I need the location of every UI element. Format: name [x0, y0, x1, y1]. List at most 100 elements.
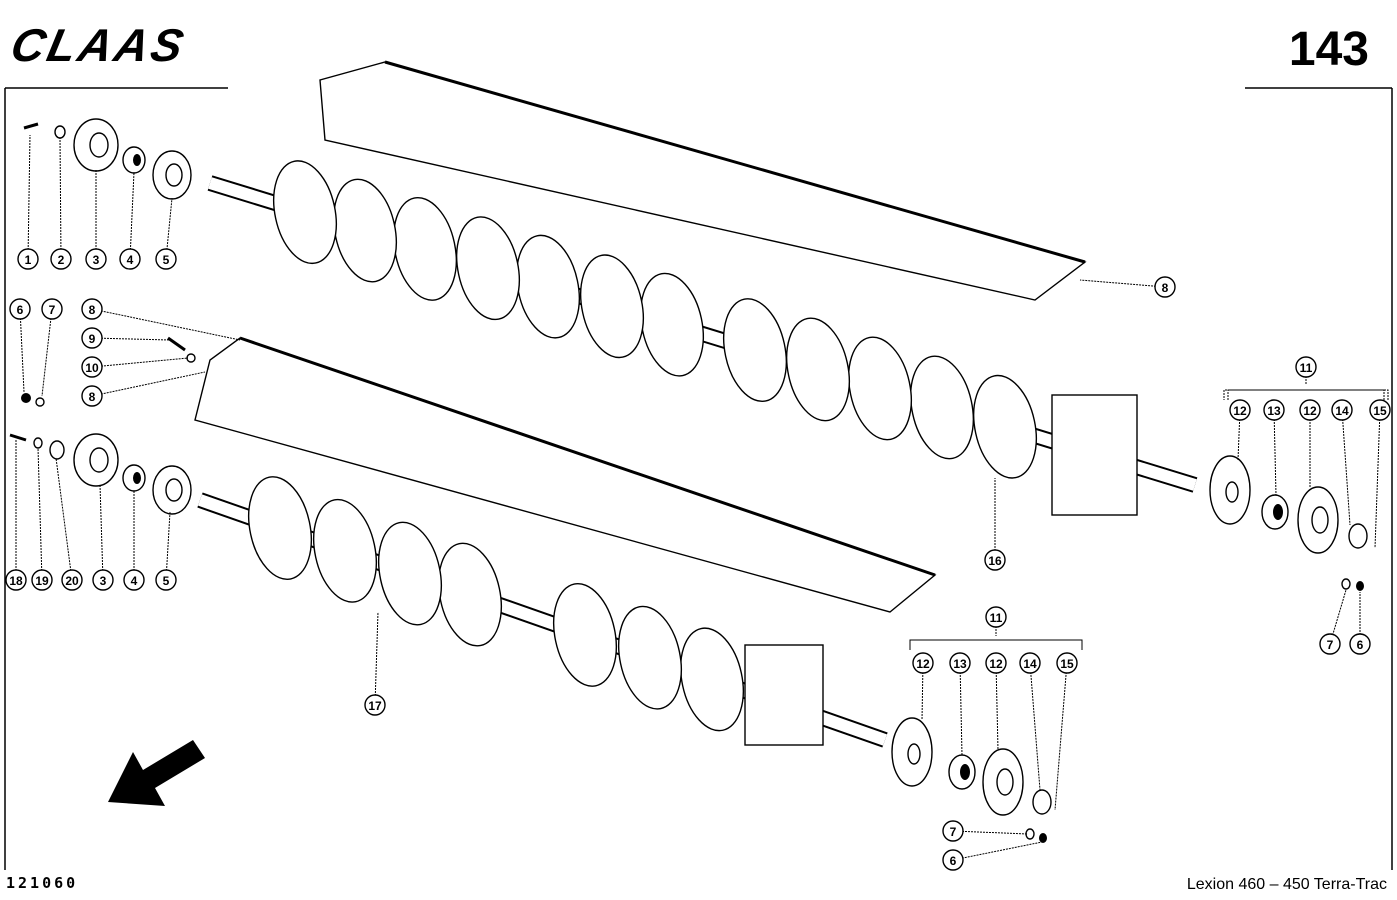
callout-number: 12 — [1303, 404, 1317, 418]
part-callout: 14 — [1331, 399, 1353, 421]
auger-flight — [786, 317, 850, 422]
direction-arrow-icon — [108, 740, 205, 806]
callout-number: 7 — [49, 303, 56, 317]
leader-line — [995, 662, 999, 751]
callout-number: 10 — [85, 361, 99, 375]
callout-number: 9 — [89, 332, 96, 346]
part-callout: 12 — [1299, 399, 1321, 421]
auger-flight — [910, 355, 974, 460]
auger-flight — [438, 542, 502, 647]
part-callout: 11 — [1295, 356, 1317, 378]
part-callout: 13 — [949, 652, 971, 674]
callout-number: 7 — [1327, 638, 1334, 652]
part-callout: 6 — [942, 849, 964, 871]
leader-line — [1029, 662, 1041, 791]
leader-line — [27, 134, 31, 260]
leader-line — [91, 308, 241, 341]
callout-number: 12 — [1233, 404, 1247, 418]
part-callout: 3 — [92, 569, 114, 591]
auger-flight — [723, 298, 787, 403]
part-callout: 17 — [364, 694, 386, 716]
part-callout: 6 — [9, 298, 31, 320]
callout-number: 16 — [988, 554, 1002, 568]
callout-number: 19 — [35, 574, 49, 588]
auger-flight — [848, 336, 912, 441]
leader-line — [91, 371, 206, 397]
leader-line — [952, 830, 1029, 835]
leader-line — [1341, 409, 1351, 526]
left-bearing-parts — [9, 118, 196, 515]
part-callout: 8 — [1154, 276, 1176, 298]
callout-number: 15 — [1060, 657, 1074, 671]
leader-line — [129, 171, 135, 260]
part-callout: 8 — [81, 298, 103, 320]
auger-flight — [618, 605, 682, 710]
bottom-auger — [197, 476, 888, 748]
callout-number: 7 — [950, 825, 957, 839]
auger-flight — [680, 627, 744, 732]
part-callout: 20 — [61, 569, 83, 591]
part-callout: 7 — [1319, 633, 1341, 655]
callout-number: 8 — [1162, 281, 1169, 295]
callout-number: 3 — [93, 253, 100, 267]
leader-line — [1079, 279, 1166, 288]
callout-number: 13 — [953, 657, 967, 671]
part-callout: 2 — [50, 248, 72, 270]
leader-line — [91, 337, 171, 341]
part-callout: 15 — [1056, 652, 1078, 674]
leader-line — [99, 484, 104, 581]
part-callout: 1 — [17, 248, 39, 270]
callout-number: 3 — [100, 574, 107, 588]
part-callout: 11 — [985, 606, 1007, 628]
part-callout: 5 — [155, 248, 177, 270]
auger-flight — [973, 374, 1037, 479]
callout-number: 14 — [1023, 657, 1037, 671]
leader-line — [41, 308, 53, 397]
bottom-trough-cover — [194, 336, 937, 613]
callout-number: 5 — [163, 253, 170, 267]
callout-number: 18 — [9, 574, 23, 588]
auger-flight — [456, 216, 520, 321]
leader-line — [952, 841, 1043, 861]
leader-line — [374, 611, 379, 706]
callout-number: 14 — [1335, 404, 1349, 418]
callout-number: 1 — [25, 253, 32, 267]
right-bearing-parts-top — [1209, 455, 1368, 591]
part-callout: 19 — [31, 569, 53, 591]
part-callout: 15 — [1369, 399, 1391, 421]
part-callout: 4 — [119, 248, 141, 270]
leader-line — [959, 662, 963, 756]
model-label: Lexion 460 – 450 Terra-Trac — [1186, 876, 1387, 893]
leader-line — [1054, 662, 1068, 811]
top-auger — [207, 160, 1198, 516]
part-callout: 10 — [81, 356, 103, 378]
leader-line — [1273, 409, 1277, 496]
auger-flight — [248, 476, 312, 580]
part-callout: 12 — [985, 652, 1007, 674]
callout-number: 8 — [89, 390, 96, 404]
right-bearing-parts-bottom — [891, 717, 1052, 843]
auger-flight — [580, 254, 644, 359]
leader-line — [1374, 409, 1381, 549]
leader-line — [37, 447, 43, 581]
auger-flight — [333, 178, 397, 283]
callout-number: 17 — [368, 699, 382, 713]
leader-line — [19, 308, 25, 393]
callout-number: 15 — [1373, 404, 1387, 418]
callout-number: 11 — [990, 611, 1003, 625]
auger-flight — [378, 521, 442, 626]
part-callout: 18 — [5, 569, 27, 591]
part-callout: 8 — [81, 385, 103, 407]
leader-line — [1237, 409, 1241, 461]
part-callout: 5 — [155, 569, 177, 591]
callout-number: 12 — [916, 657, 930, 671]
drawing-number: 121060 — [6, 874, 79, 892]
auger-flight — [273, 160, 337, 265]
part-callout: 6 — [1349, 633, 1371, 655]
callout-number: 4 — [127, 253, 134, 267]
callout-number: 4 — [131, 574, 138, 588]
part-callout: 9 — [81, 327, 103, 349]
part-callout: 7 — [41, 298, 63, 320]
auger-flight — [313, 498, 377, 603]
